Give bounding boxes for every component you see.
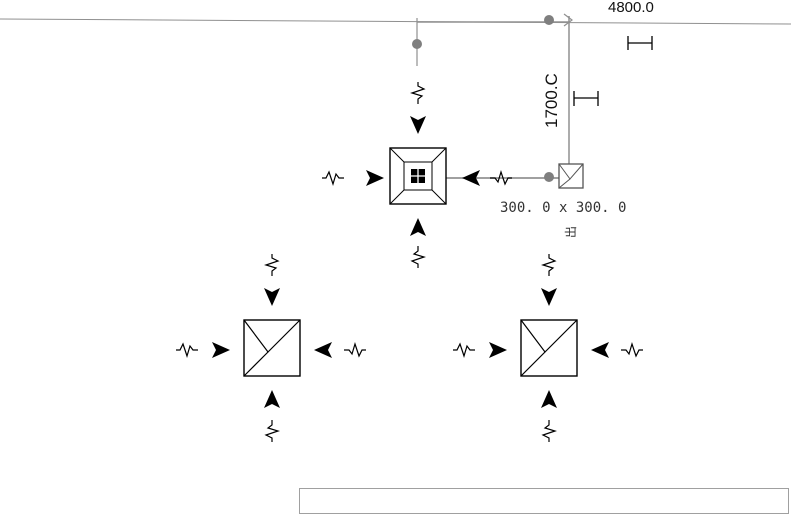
- break-line-icon: [452, 343, 476, 357]
- arrow-up-icon: [541, 390, 557, 408]
- grip-icon[interactable]: [544, 15, 554, 25]
- arrow-right-icon: [366, 170, 384, 186]
- break-line-icon: [321, 171, 345, 185]
- diffuser-right[interactable]: [520, 319, 578, 377]
- arrow-down-icon: [410, 116, 426, 134]
- break-line-icon: [542, 253, 556, 277]
- tag-label[interactable]: 出: [564, 226, 578, 238]
- break-line-icon: [620, 343, 644, 357]
- arrow-down-icon: [264, 288, 280, 306]
- grip-icon[interactable]: [412, 39, 422, 49]
- dimension-vertical-text[interactable]: 1700.C: [542, 73, 561, 128]
- size-label[interactable]: 300. 0 x 300. 0: [500, 200, 626, 216]
- arrow-up-icon: [410, 218, 426, 236]
- dimension-arrow-icon: [563, 13, 573, 27]
- arrow-left-icon: [591, 342, 609, 358]
- break-line-icon: [343, 343, 367, 357]
- break-line-icon: [411, 245, 425, 269]
- break-line-icon: [265, 253, 279, 277]
- diffuser-icon[interactable]: [558, 163, 584, 189]
- dimension-cap-icon: [627, 36, 653, 50]
- break-line-icon: [175, 343, 199, 357]
- arrow-left-icon: [314, 342, 332, 358]
- arrow-right-icon: [212, 342, 230, 358]
- arrow-up-icon: [264, 390, 280, 408]
- arrow-right-icon: [489, 342, 507, 358]
- diffuser-left[interactable]: [243, 319, 301, 377]
- break-line-icon: [411, 81, 425, 105]
- break-line-icon: [542, 419, 556, 443]
- dimension-horizontal-text[interactable]: 4800.0: [608, 0, 654, 16]
- command-input[interactable]: [299, 488, 789, 514]
- top-reference-line: [0, 18, 791, 25]
- diffuser-center[interactable]: [389, 147, 447, 205]
- arrow-down-icon: [541, 288, 557, 306]
- break-line-icon: [265, 419, 279, 443]
- grip-icon[interactable]: [544, 172, 554, 182]
- dimension-cap-icon: [573, 91, 599, 106]
